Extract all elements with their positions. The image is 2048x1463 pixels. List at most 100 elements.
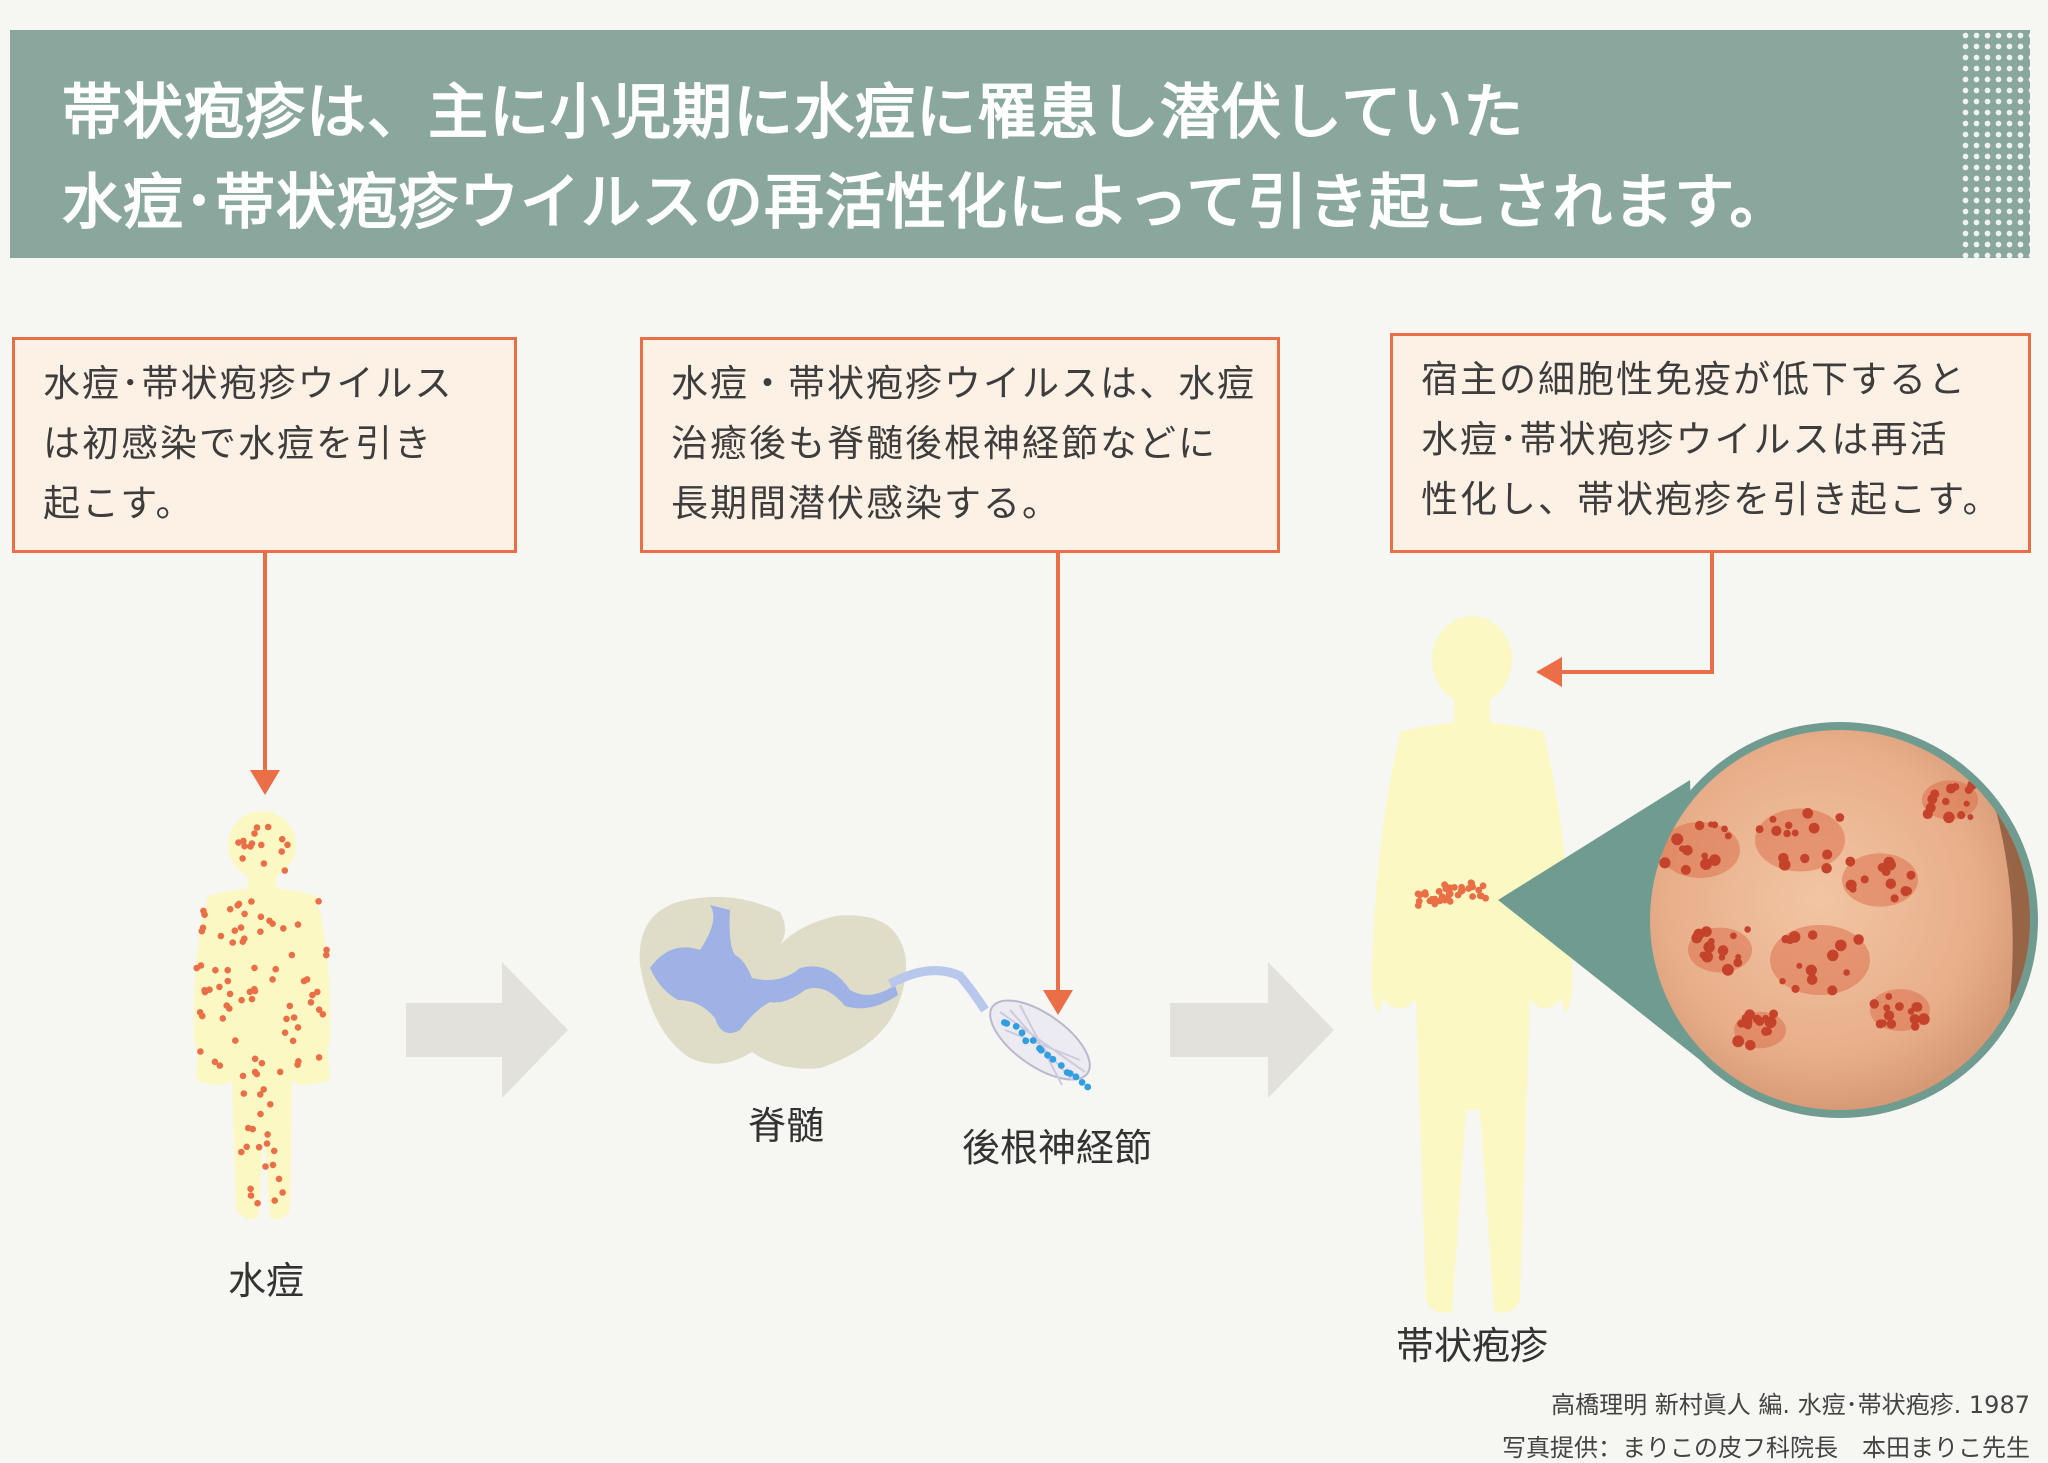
rash-spot <box>216 983 223 991</box>
rash-spot <box>223 1002 230 1009</box>
virus-dot <box>1044 1051 1051 1059</box>
rash-spot <box>200 907 207 915</box>
rash-spot <box>294 1061 301 1068</box>
lesion-vesicle <box>1745 1039 1756 1051</box>
lesion-vesicle <box>1922 808 1933 820</box>
rash-spot <box>309 991 316 999</box>
rash-spot <box>272 965 280 973</box>
rash-spot <box>271 1197 279 1204</box>
label-dorsal-root-ganglion: 後根神経節 <box>962 1126 1153 1170</box>
lesion-vesicle <box>1729 932 1737 940</box>
lesion-vesicle <box>1900 885 1911 897</box>
explanation-box-reactivation: 宿主の細胞性免疫が低下すると 水痘･帯状疱疹ウイルスは再活 性化し、帯状疱疹を引… <box>1390 333 2031 553</box>
lesion-vesicle <box>1907 1008 1915 1015</box>
virus-dot <box>1012 1023 1020 1030</box>
explanation-box-primary-infection: 水痘･帯状疱疹ウイルス は初感染で水痘を引き 起こす。 <box>12 337 517 553</box>
rash-spot <box>323 951 330 959</box>
lesion-vesicle <box>1879 1019 1887 1028</box>
zoster-spot <box>1435 888 1443 895</box>
rash-spot <box>323 946 330 954</box>
rash-spot <box>249 1125 256 1133</box>
rash-spot <box>247 1192 255 1199</box>
virus-dot <box>1003 1020 1011 1027</box>
zoster-spot <box>1459 887 1466 894</box>
spinal-cord-illustration <box>639 896 1092 1091</box>
rash-spot <box>303 976 311 983</box>
rash-spot <box>278 848 286 855</box>
rash-spot <box>251 964 258 972</box>
rash-spot <box>269 920 276 927</box>
adult-figure <box>1371 616 1573 1313</box>
rash-spot <box>258 1059 266 1067</box>
lesion-vesicle <box>1764 1016 1777 1029</box>
skin-photo-callout <box>1498 722 2038 1118</box>
rash-spot <box>263 1140 271 1147</box>
rash-spot <box>264 823 272 831</box>
lesion-vesicle <box>1708 854 1721 866</box>
rash-spot <box>247 1185 254 1193</box>
rash-spot <box>315 1054 323 1061</box>
child-figure <box>193 811 331 1219</box>
pointer-arrow-box1 <box>250 553 280 795</box>
lesion-vesicle <box>1700 858 1712 871</box>
flow-arrow-1 <box>406 962 568 1098</box>
rash-spot <box>314 988 321 996</box>
rash-spot <box>255 1143 263 1151</box>
lesion-vesicle <box>1843 969 1850 976</box>
rash-spot <box>243 1143 250 1151</box>
pointer-arrow-box2 <box>1043 553 1073 1015</box>
rash-spot <box>226 990 234 998</box>
rash-spot <box>283 1015 290 1023</box>
lesion-vesicle <box>1796 962 1803 969</box>
rash-spot <box>267 1101 274 1108</box>
rash-spot <box>260 1086 268 1093</box>
lesion-patch <box>1842 853 1918 907</box>
rash-spot <box>241 910 248 918</box>
rash-spot <box>232 1037 239 1044</box>
lesion-vesicle <box>1708 938 1715 945</box>
box-text-line: 水痘･帯状疱疹ウイルス <box>43 362 454 405</box>
rash-spot <box>264 1131 271 1138</box>
rash-spot <box>229 939 236 946</box>
lesion-vesicle <box>1779 977 1786 985</box>
rash-spot <box>198 927 206 935</box>
lesion-vesicle <box>1680 864 1691 875</box>
rash-spot <box>281 867 289 874</box>
lesion-vesicle <box>1957 811 1966 820</box>
rash-spot <box>269 1161 277 1169</box>
lesion-vesicle <box>1783 829 1791 838</box>
rash-spot <box>315 898 322 905</box>
rash-spot <box>239 855 246 862</box>
lesion-vesicle <box>1694 820 1705 831</box>
lesion-patch <box>1755 808 1845 872</box>
lesion-vesicle <box>1769 1009 1779 1019</box>
header-title-line-2: 水痘･帯状疱疹ウイルスの再活性化によって引き起こされます。 <box>62 168 1791 238</box>
rash-spot <box>262 1163 269 1170</box>
lesion-vesicle <box>1778 852 1789 864</box>
rash-spot <box>246 988 254 996</box>
virus-dot <box>1029 1037 1037 1044</box>
lesion-vesicle <box>1912 1002 1923 1012</box>
flow-arrow-2 <box>1170 962 1334 1098</box>
rash-spot <box>286 1002 294 1010</box>
zoster-spot <box>1465 885 1473 892</box>
lesion-vesicle <box>1659 857 1671 869</box>
lesion-vesicle <box>1724 832 1732 840</box>
lesion-vesicle <box>1827 985 1838 996</box>
rash-spot <box>260 860 268 867</box>
rash-spot <box>199 1012 206 1020</box>
lesion-vesicle <box>1835 813 1845 822</box>
lesion-vesicle <box>1951 783 1960 791</box>
rash-spot <box>290 1014 298 1021</box>
rash-spot <box>241 842 248 850</box>
virus-dot <box>1037 1046 1045 1054</box>
virus-dot <box>1078 1079 1086 1086</box>
lesion-vesicle <box>1967 813 1974 821</box>
rash-spot <box>201 986 208 994</box>
lesion-vesicle <box>1805 964 1817 976</box>
rash-spot <box>217 932 225 940</box>
lesion-vesicle <box>1752 1014 1762 1024</box>
rash-spot <box>224 977 232 985</box>
rash-spot <box>294 1024 302 1031</box>
